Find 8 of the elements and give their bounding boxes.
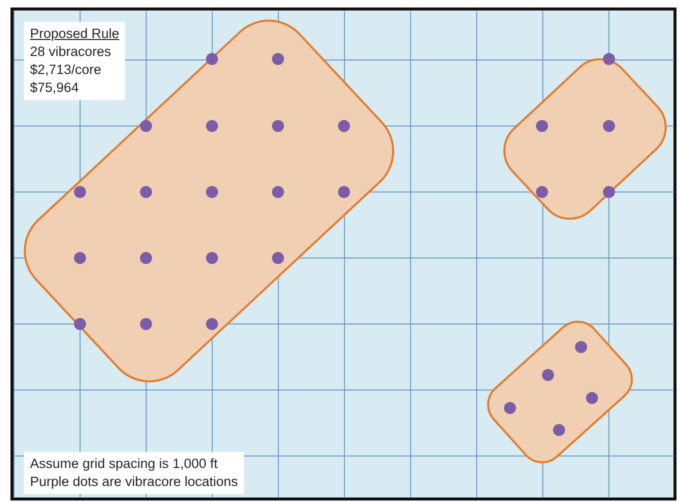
text-box [24,452,244,494]
note-text: 28 vibracores [30,43,112,61]
note-text: Purple dots are vibracore locations [30,473,238,491]
note-text: $2,713/core [30,61,102,79]
note-text: Assume grid spacing is 1,000 ft [30,455,219,473]
text-box [24,22,126,100]
heading: Proposed Rule [30,25,120,43]
note-text: $75,964 [30,79,80,97]
